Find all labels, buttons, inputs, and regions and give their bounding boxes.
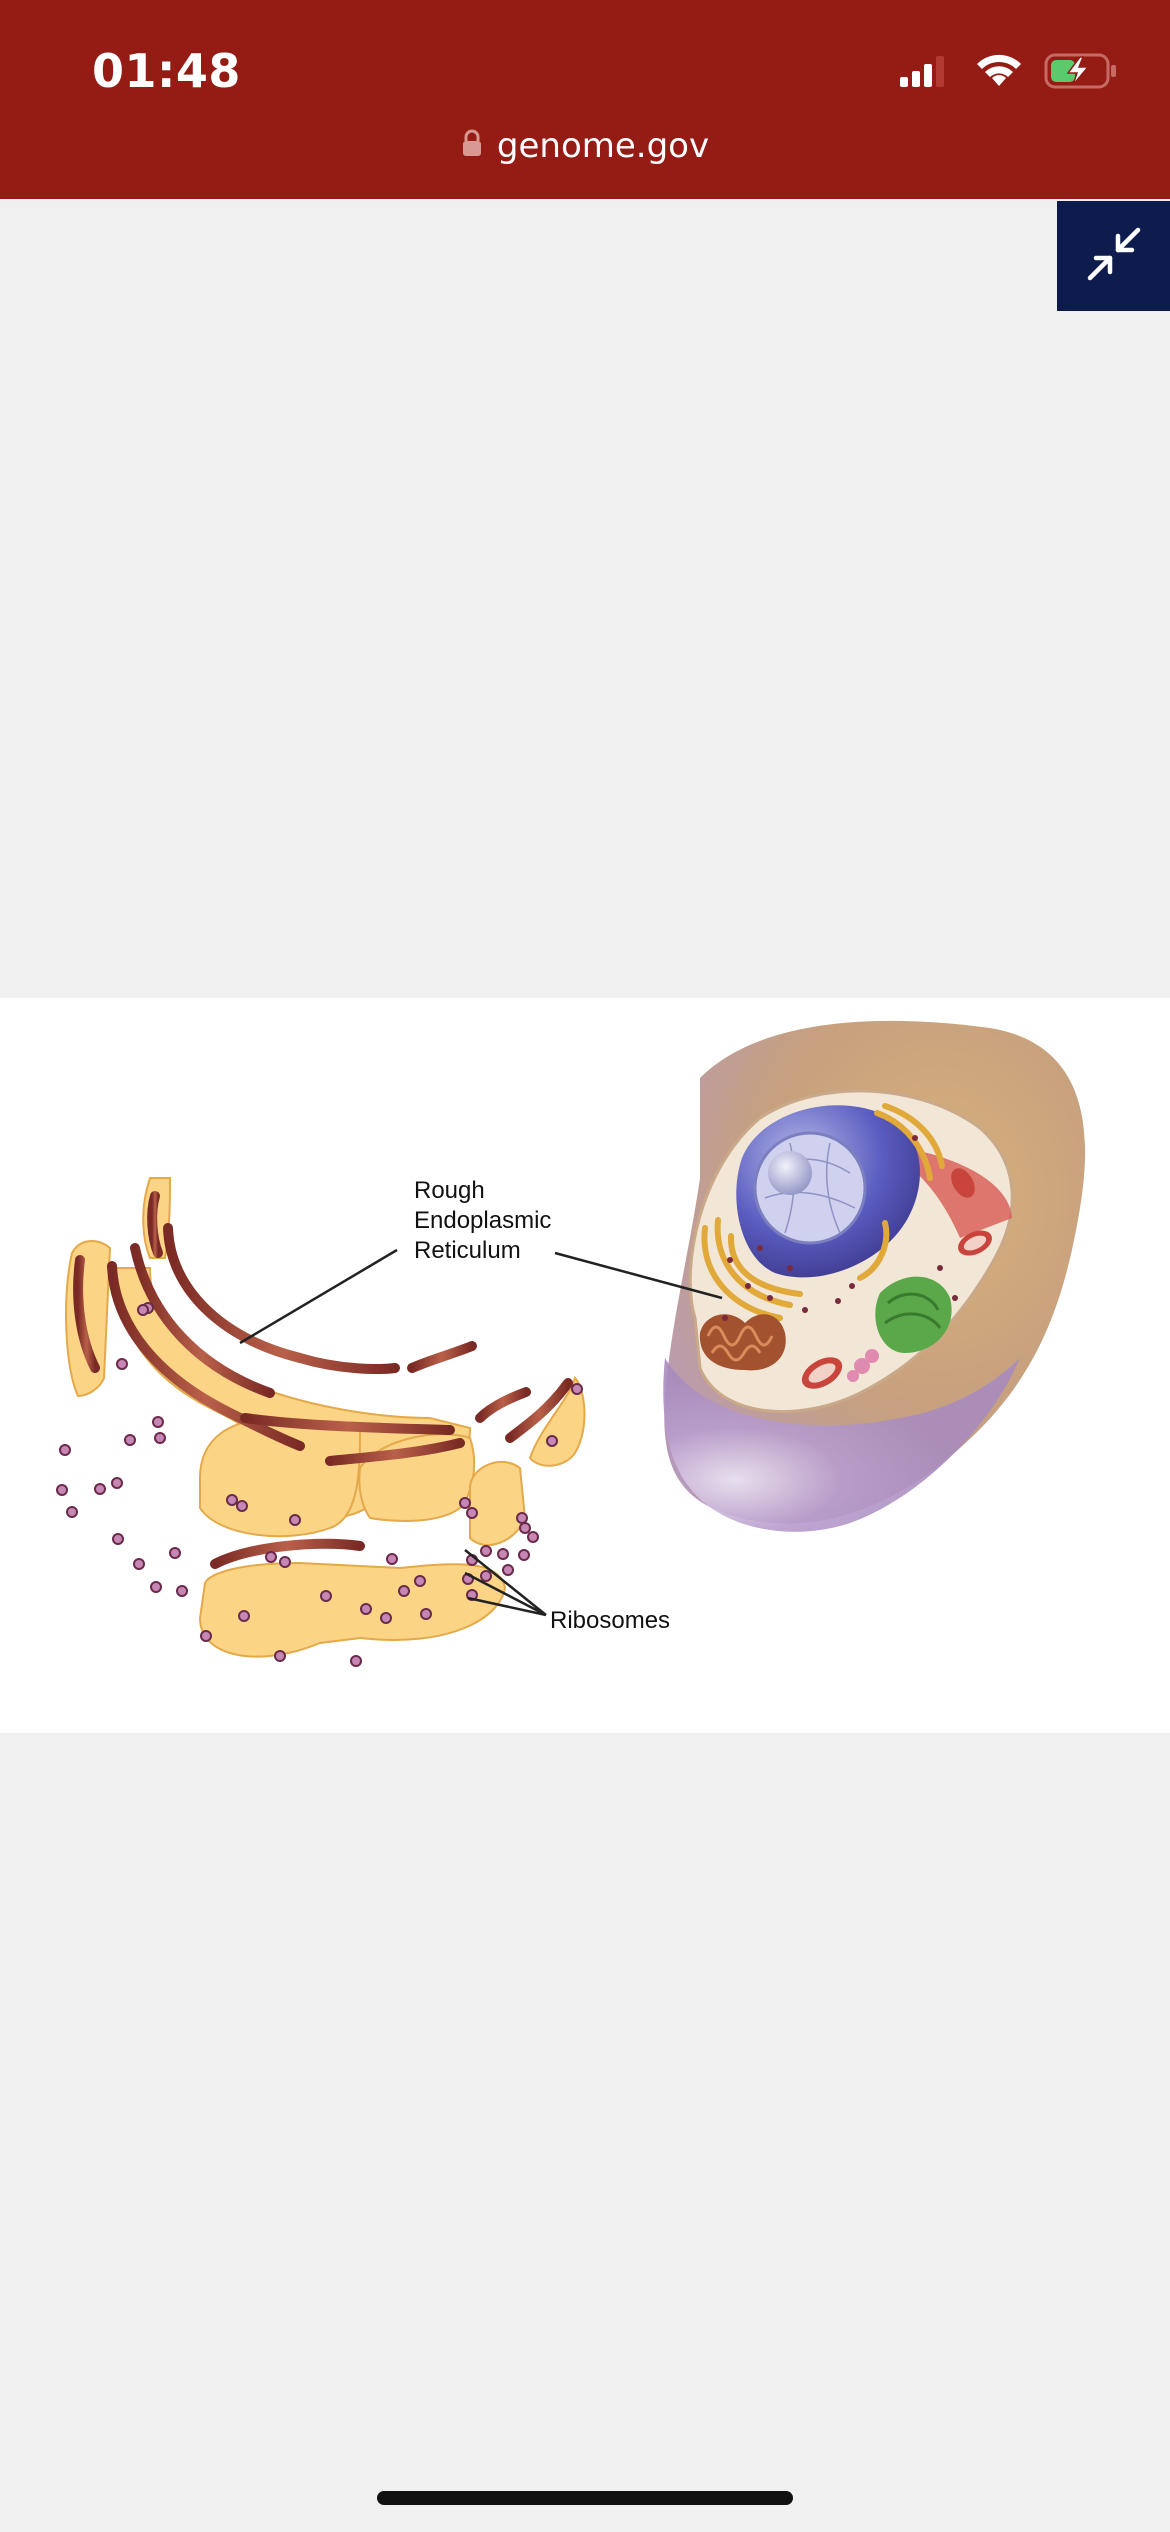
rough-er-label-line1: Rough — [414, 1177, 485, 1204]
collapse-button[interactable] — [1057, 201, 1170, 311]
rough-er-illustration — [56, 1177, 586, 1667]
wifi-icon — [974, 53, 1024, 94]
status-time: 01:48 — [92, 44, 241, 98]
cell-diagram: Rough Endoplasmic Reticulum Ribosomes — [56, 1020, 1086, 1667]
figure-image-panel: Rough Endoplasmic Reticulum Ribosomes — [0, 998, 1170, 1733]
battery-charging-icon — [1044, 52, 1118, 95]
signal-icon — [898, 53, 954, 94]
leader-lines — [239, 1248, 723, 1617]
address-bar[interactable]: genome.gov — [0, 126, 1170, 166]
rough-er-label-line3: Reticulum — [414, 1237, 521, 1264]
home-indicator[interactable] — [377, 2491, 793, 2505]
url-text: genome.gov — [496, 126, 710, 166]
lock-icon — [461, 126, 483, 166]
status-bar: 01:48 — [0, 0, 1170, 199]
collapse-arrows-icon — [1082, 222, 1146, 291]
animal-cell-illustration — [663, 1020, 1086, 1532]
status-icons — [898, 52, 1118, 95]
ribosomes-label: Ribosomes — [550, 1607, 670, 1634]
rough-er-label-line2: Endoplasmic — [414, 1207, 551, 1234]
